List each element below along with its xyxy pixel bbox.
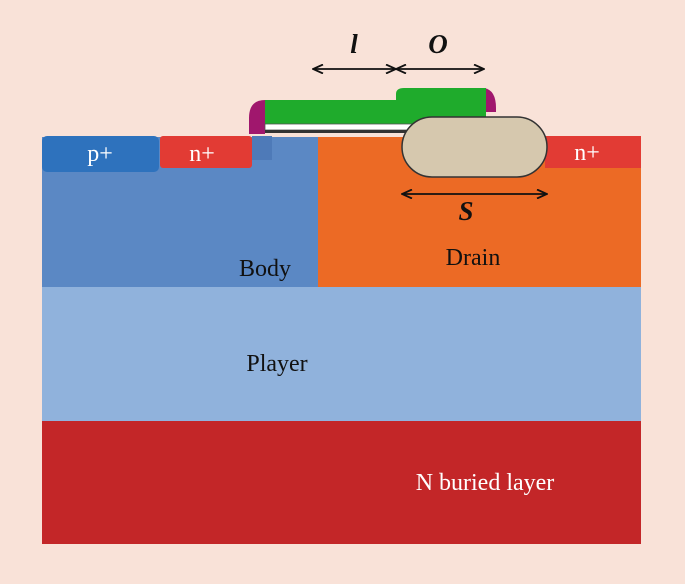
dimension-label-l: l	[350, 29, 358, 59]
dimension-label-o: O	[428, 29, 448, 59]
n-plus-source-region	[160, 136, 252, 168]
gate-bottom-line	[265, 130, 413, 133]
p-plus-region	[42, 136, 159, 172]
gate-electrode	[265, 88, 486, 124]
body-label: Body	[239, 256, 291, 282]
body-contact-overlap	[252, 136, 272, 160]
gate-spacer-left	[249, 100, 265, 134]
gate-oxide-thin	[264, 123, 414, 131]
n-buried-layer	[42, 421, 641, 544]
n-plus-drain-region	[545, 136, 641, 168]
drain-label: Drain	[446, 245, 501, 271]
n-plus-source-label: n+	[189, 141, 215, 167]
dimension-label-s: S	[458, 196, 473, 226]
p-plus-label: p+	[87, 141, 113, 167]
field-oxide	[401, 116, 548, 178]
p-layer	[42, 287, 641, 421]
n-buried-layer-label: N buried layer	[416, 470, 555, 496]
n-plus-drain-label: n+	[574, 140, 600, 166]
gate-spacer-right	[484, 88, 496, 112]
p-layer-label: Player	[246, 351, 307, 377]
